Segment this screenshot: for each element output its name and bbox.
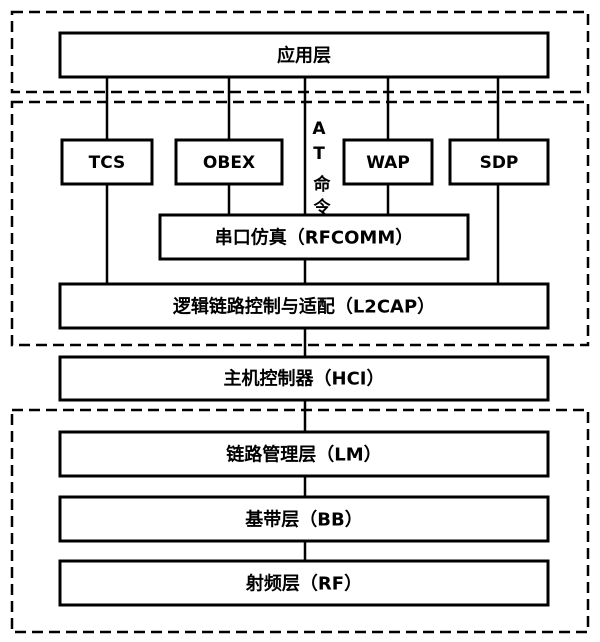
tcs-label: TCS (89, 153, 126, 173)
host-protocols-group-boundary (10, 100, 590, 347)
sdp-label: SDP (480, 153, 519, 173)
lm-box (58, 430, 550, 478)
rfcomm-label: 串口仿真（RFCOMM） (215, 227, 414, 249)
at-command-char-4: 令 (314, 197, 332, 218)
at-command-char-3: 命 (313, 174, 332, 195)
application-layer-label: 应用层 (277, 45, 331, 67)
controller-group-boundary (10, 408, 590, 634)
application-group-boundary (10, 10, 590, 94)
tcs-box (60, 138, 154, 186)
hci-label: 主机控制器（HCI） (224, 368, 385, 390)
wap-box (342, 138, 434, 186)
l2cap-label: 逻辑链路控制与适配（L2CAP） (173, 296, 435, 318)
application-layer-box (58, 31, 550, 79)
sdp-box (448, 138, 550, 186)
rf-label: 射频层（RF） (245, 573, 362, 595)
at-command-char-1: A (312, 119, 326, 139)
rf-box (58, 559, 550, 607)
hci-box (58, 355, 550, 402)
obex-box (174, 138, 284, 186)
at-command-char-2: T (313, 144, 325, 164)
rfcomm-box (158, 213, 470, 261)
wap-label: WAP (366, 153, 410, 173)
bb-label: 基带层（BB） (244, 509, 362, 531)
l2cap-box (58, 282, 550, 330)
lm-label: 链路管理层（LM） (226, 444, 381, 466)
bb-box (58, 495, 550, 543)
obex-label: OBEX (203, 153, 255, 173)
